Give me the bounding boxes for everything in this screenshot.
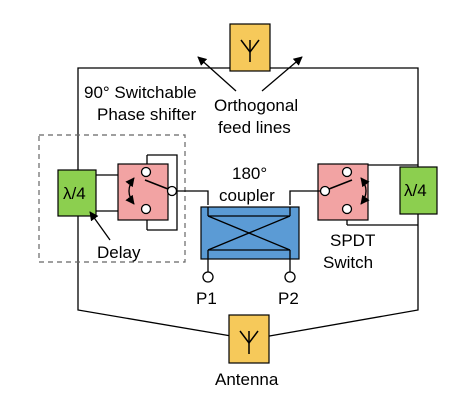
phase-shifter-label-1: 90° Switchable [84,83,197,102]
phase-shifter-label-2: Phase shifter [97,105,197,124]
lambda-right-label: λ/4 [404,181,427,200]
delay-label: Delay [97,243,141,262]
bottom-antenna [228,314,270,364]
port-p2-label: P2 [278,289,299,308]
curved-double-arrow-icon [360,177,370,205]
top-feed-line-right [250,67,419,170]
coupler-180 [200,206,300,272]
antenna-label: Antenna [215,370,279,389]
bottom-feed-line-left [77,215,244,339]
switch-right [317,163,418,226]
feed-arrow-right [261,56,303,92]
phase-shifter-group [38,134,186,263]
bottom-feed-line-right [257,212,419,339]
port-p1-label: P1 [196,289,217,308]
coupler-label-1: 180° [232,164,267,183]
switch-left [96,154,178,231]
spdt-label-2: Switch [323,253,373,272]
curved-double-arrow-icon [125,177,135,205]
lambda-quarter-right [399,166,438,215]
antenna-icon [240,39,260,62]
delay-arrow [89,211,111,241]
coupler-line-right [289,190,320,205]
coupler-line-left [177,190,209,205]
lambda-left-label: λ/4 [63,184,86,203]
spdt-label-1: SPDT [330,231,375,250]
feed-lines-label-2: feed lines [218,118,291,137]
feed-lines-label-1: Orthogonal [214,96,298,115]
lambda-quarter-left [57,169,97,217]
antenna-icon [239,330,259,354]
top-feed-line-left [77,67,250,175]
port-p1 [202,271,214,283]
coupler-label-2: coupler [219,186,275,205]
port-p2 [284,271,296,283]
feed-arrow-left [197,56,237,92]
top-antenna [229,23,271,72]
